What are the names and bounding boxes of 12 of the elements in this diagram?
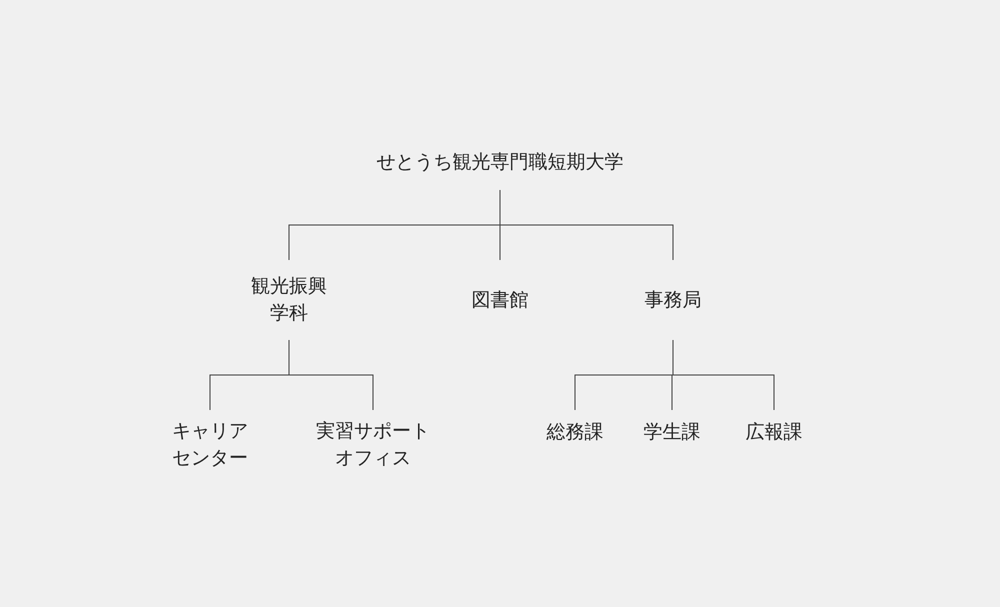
connector-line bbox=[500, 190, 674, 260]
connector-line bbox=[288, 340, 374, 410]
organization-title: せとうち観光専門職短期大学 bbox=[340, 135, 660, 190]
department-label: 学生課 bbox=[632, 410, 712, 455]
department-label: 広報課 bbox=[734, 410, 814, 455]
department-label: 図書館 bbox=[460, 260, 540, 340]
department-label: 事務局 bbox=[633, 260, 713, 340]
department-label: キャリアセンター bbox=[168, 410, 252, 480]
connector-line bbox=[672, 340, 774, 410]
department-label: 総務課 bbox=[535, 410, 615, 455]
department-label: 実習サポートオフィス bbox=[311, 410, 435, 480]
department-label: 観光振興学科 bbox=[247, 260, 331, 340]
